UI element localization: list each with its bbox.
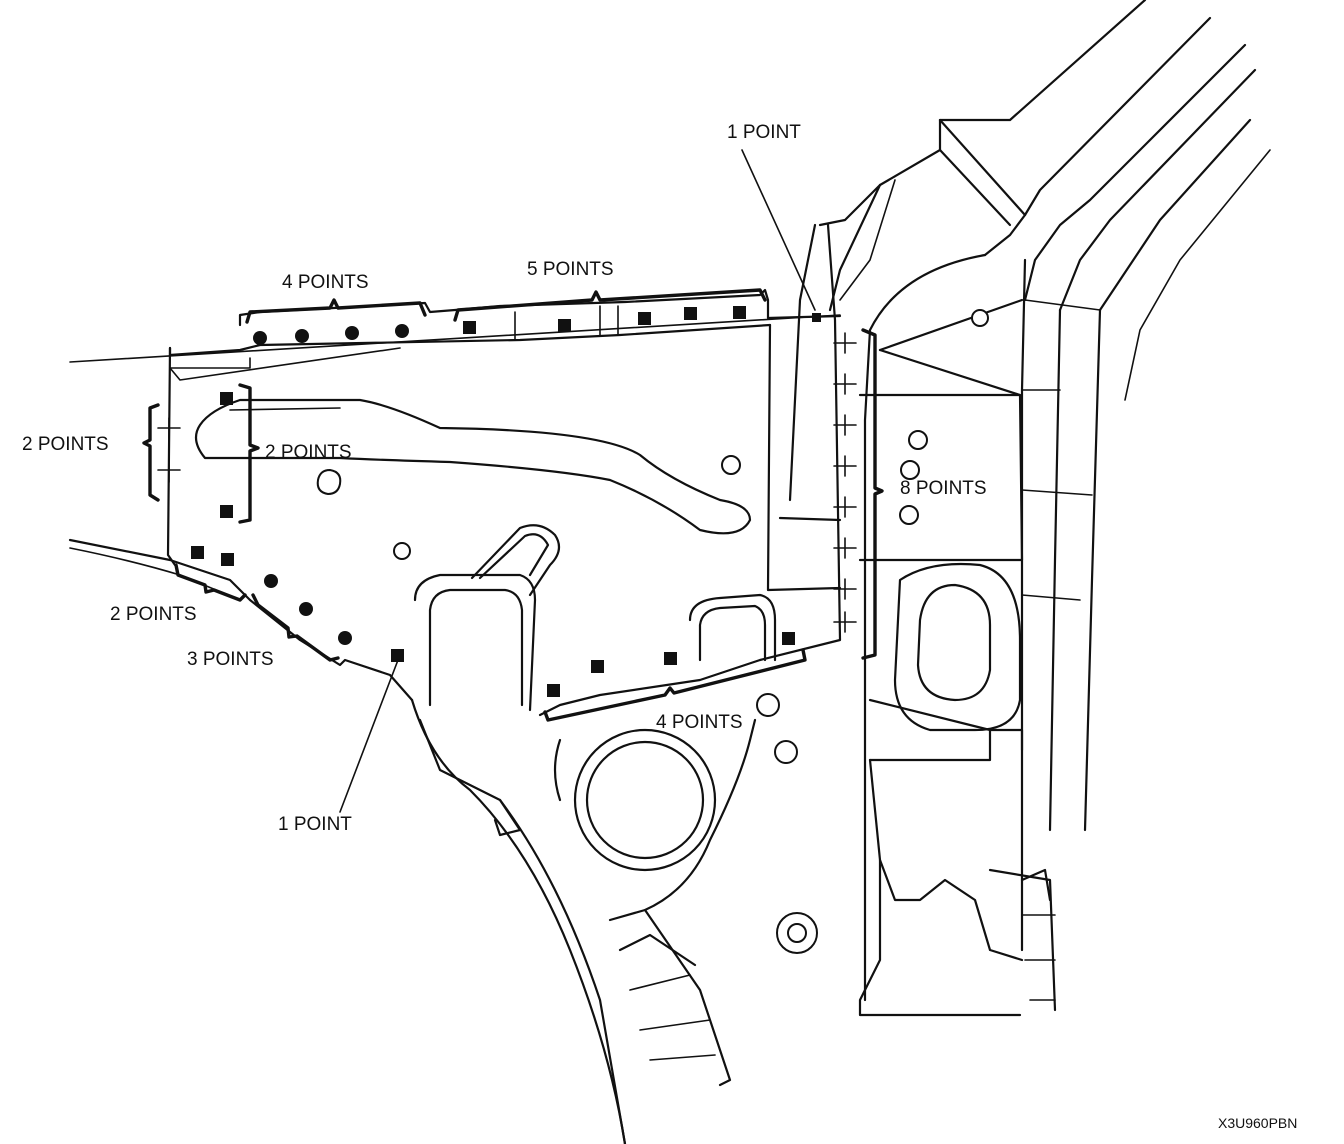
label-one-point-top: 1 POINT — [727, 122, 801, 143]
spot-weld-cross — [833, 414, 857, 436]
callout-labels: 1 POINT 4 POINTS 5 POINTS 2 POINTS 2 POI… — [22, 122, 1297, 1131]
leader-lines — [339, 149, 816, 813]
spot-weld-cross — [157, 417, 181, 439]
spot-weld-cross — [833, 611, 857, 633]
spot-weld-square — [191, 546, 204, 559]
spot-weld-square — [547, 684, 560, 697]
spot-weld-cross — [833, 455, 857, 477]
label-four-points-bottom: 4 POINTS — [656, 712, 743, 733]
spot-weld-square — [782, 632, 795, 645]
spot-weld-cross — [833, 373, 857, 395]
spot-weld-cross — [833, 578, 857, 600]
spot-weld-cross — [833, 537, 857, 559]
spot-weld-cross — [833, 496, 857, 518]
spot-weld-square — [220, 505, 233, 518]
spot-weld-square — [664, 652, 677, 665]
spot-weld-round — [253, 331, 267, 345]
figure-code: X3U960PBN — [1218, 1115, 1297, 1131]
spot-weld-cross — [157, 459, 181, 483]
spot-weld-round — [338, 631, 352, 645]
spot-weld-square — [221, 553, 234, 566]
spot-weld-square — [812, 313, 821, 322]
label-two-points-left: 2 POINTS — [22, 434, 109, 455]
label-one-point-bottom: 1 POINT — [278, 814, 352, 835]
spot-weld-square — [684, 307, 697, 320]
spot-weld-round — [264, 574, 278, 588]
spot-weld-marks — [157, 306, 857, 697]
label-three-points: 3 POINTS — [187, 649, 274, 670]
spot-weld-round — [395, 324, 409, 338]
spot-weld-square — [638, 312, 651, 325]
spot-weld-square — [591, 660, 604, 673]
main-panel — [68, 223, 842, 717]
label-eight-points: 8 POINTS — [900, 478, 987, 499]
label-five-points-top: 5 POINTS — [527, 259, 614, 280]
spot-weld-square — [558, 319, 571, 332]
label-two-points-inner: 2 POINTS — [265, 442, 352, 463]
pillar-structure — [818, 0, 1271, 1017]
spot-weld-round — [295, 329, 309, 343]
label-four-points-top: 4 POINTS — [282, 272, 369, 293]
spot-weld-round — [345, 326, 359, 340]
spot-weld-cross — [833, 332, 857, 354]
spot-weld-square — [463, 321, 476, 334]
spot-weld-square — [733, 306, 746, 319]
spot-weld-square — [220, 392, 233, 405]
label-two-points-lower: 2 POINTS — [110, 604, 197, 625]
wheel-arch — [410, 693, 818, 1144]
weld-group-brackets — [142, 288, 884, 722]
spot-weld-square — [391, 649, 404, 662]
spot-weld-round — [299, 602, 313, 616]
